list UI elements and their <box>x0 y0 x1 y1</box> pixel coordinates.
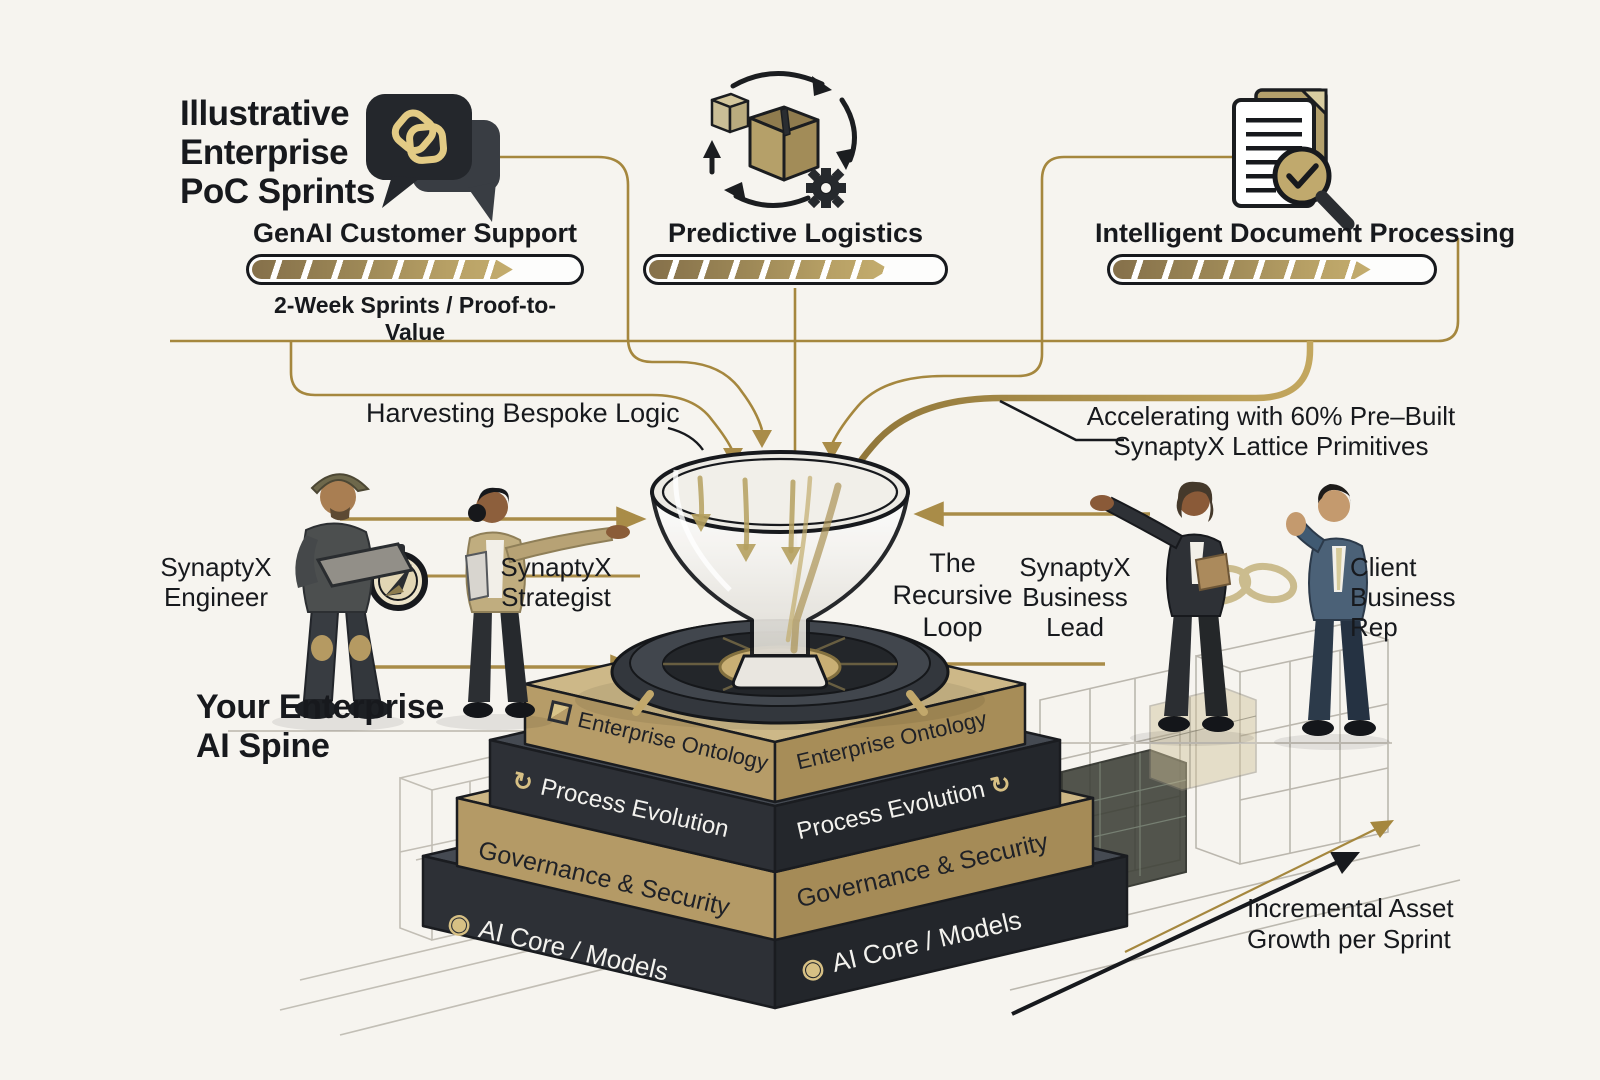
client-rep-label-line1: Client <box>1350 552 1417 582</box>
harvesting-label: Harvesting Bespoke Logic <box>366 398 680 428</box>
client-rep-label-line3: Rep <box>1350 611 1398 642</box>
synaptyx-business-lead-figure <box>1090 481 1254 746</box>
sprint-docprocessing-label: Intelligent Document Processing <box>1095 218 1516 248</box>
recursive-loop-funnel <box>650 450 910 690</box>
document-search-check-icon <box>1232 88 1355 231</box>
layer-process-right <box>773 738 1062 874</box>
spine-title-line1: Your Enterprise <box>196 688 445 726</box>
synaptyx-business-lead-label: SynaptyX Business Lead <box>990 552 1160 643</box>
accelerating-line1: Accelerating with 60% Pre–Built <box>1086 401 1456 431</box>
accelerating-callout-line <box>999 399 1124 442</box>
sprint-logistics-progressbar <box>643 254 948 285</box>
harvesting-callout-line <box>667 426 704 451</box>
page-title: Illustrative Enterprise PoC Sprints <box>180 94 375 212</box>
sprint-logistics-label: Predictive Logistics <box>667 218 924 248</box>
spine-title-line2: AI Spine <box>196 727 330 766</box>
client-rep-label-line2: Business <box>1350 581 1456 612</box>
growth-label: Incremental Asset Growth per Sprint <box>1247 893 1454 955</box>
client-business-rep-label: Client Business Rep <box>1350 552 1470 643</box>
funnel-foot <box>731 654 829 690</box>
layer-ontology-right <box>773 682 1027 804</box>
sprint-genai-label: GenAI Customer Support <box>252 218 577 248</box>
feeder-left-inner <box>289 341 735 453</box>
chat-bubbles-icon <box>366 94 500 222</box>
process-loop-icon: ↻ <box>987 769 1014 801</box>
recursive-loop-label: The Recursive Loop <box>880 548 1025 644</box>
feeder-right-inner <box>830 155 1245 445</box>
sprint-docprocessing-progress-fill <box>1113 260 1371 279</box>
ontology-icon <box>547 700 573 726</box>
sprint-docprocessing-progressbar <box>1107 254 1437 285</box>
sprint-genai-progressbar <box>246 254 584 285</box>
engineer-label-line2: Engineer <box>163 581 269 612</box>
accelerating-label: Accelerating with 60% Pre–Built SynaptyX… <box>1080 401 1462 461</box>
growth-label-line1: Incremental Asset <box>1247 893 1454 923</box>
logistics-cycle-icon <box>703 71 857 209</box>
business-lead-label-line2: Business Lead <box>1022 581 1128 642</box>
growth-label-line2: Growth per Sprint <box>1247 924 1451 955</box>
spine-title: Your Enterprise AI Spine <box>196 688 444 766</box>
strategist-label-line1: SynaptyX <box>500 552 612 582</box>
recursive-loop-line2: Recursive <box>892 579 1013 610</box>
business-lead-label-line1: SynaptyX <box>1019 552 1131 582</box>
synaptyx-strategist-figure <box>436 487 630 730</box>
recursive-loop-line3: Loop <box>922 611 983 642</box>
feeder-left-outer <box>500 155 764 431</box>
synaptyx-engineer-figure <box>272 473 415 731</box>
growth-arrows <box>1011 820 1394 1016</box>
gear-icon <box>806 168 846 209</box>
page-title-line3: PoC Sprints <box>180 172 375 212</box>
engineer-label-line1: SynaptyX <box>160 552 272 582</box>
recursive-loop-line1: The <box>929 548 976 578</box>
sprint-logistics-progress-fill <box>649 260 889 279</box>
page-title-line2: Enterprise <box>180 133 349 173</box>
sprint-genai-caption: 2-Week Sprints / Proof-to-Value <box>274 292 556 345</box>
page-title-line1: Illustrative <box>180 94 350 133</box>
accelerating-line2: SynaptyX Lattice Primitives <box>1113 431 1429 462</box>
sprint-genai-progress-fill <box>252 260 513 279</box>
feeder-right-thick <box>841 341 1314 492</box>
client-business-rep-figure <box>1274 484 1390 750</box>
synaptyx-engineer-label: SynaptyX Engineer <box>148 552 284 613</box>
main-horizontal-line <box>170 238 1460 343</box>
strategist-label-line2: Strategist <box>501 581 611 612</box>
synaptyx-strategist-label: SynaptyX Strategist <box>488 552 624 613</box>
